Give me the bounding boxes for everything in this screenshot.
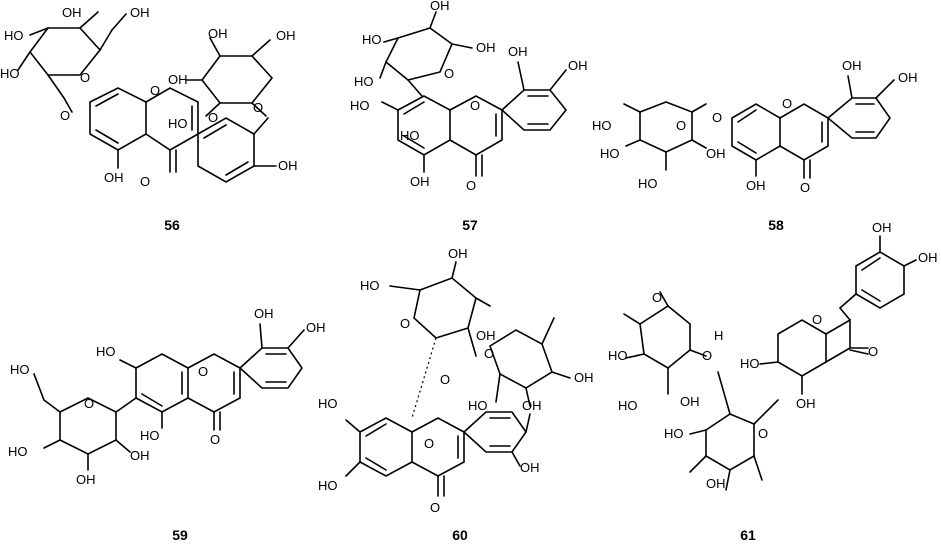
compound-58-atom-labels: OH OH HO O O O HO HO OH OH O: [592, 58, 918, 195]
atom-label: OH: [306, 320, 326, 335]
atom-label: HO: [664, 426, 684, 441]
compound-57-structure: [379, 11, 568, 177]
atom-label: HO: [354, 74, 374, 89]
atom-label: HO: [318, 478, 338, 493]
compound-61-structure: [623, 235, 917, 491]
compound-number-58: 58: [768, 217, 784, 233]
atom-label: O: [150, 83, 160, 98]
atom-label: H: [714, 328, 723, 343]
atom-label: OH: [448, 246, 468, 261]
atom-label: OH: [62, 5, 82, 20]
atom-label: O: [84, 396, 94, 411]
atom-label: O: [198, 364, 208, 379]
compound-number-57: 57: [462, 217, 478, 233]
atom-label: O: [758, 426, 768, 441]
atom-label: OH: [680, 394, 700, 409]
atom-label: HO: [608, 348, 628, 363]
atom-label: HO: [318, 396, 338, 411]
atom-label: O: [868, 344, 878, 359]
atom-label: OH: [706, 476, 726, 491]
atom-label: O: [430, 500, 440, 515]
atom-label: OH: [254, 306, 274, 321]
atom-label: O: [470, 98, 480, 113]
atom-label: HO: [600, 146, 620, 161]
atom-label: HO: [362, 32, 382, 47]
atom-label: HO: [350, 98, 370, 113]
atom-label: HO: [592, 118, 612, 133]
compound-60-structure: [345, 261, 571, 497]
atom-label: O: [253, 100, 263, 115]
atom-label: HO: [360, 278, 380, 293]
atom-label: OH: [276, 28, 296, 43]
atom-label: OH: [522, 398, 542, 413]
atom-label: O: [466, 178, 476, 193]
atom-label: O: [702, 348, 712, 363]
atom-label: OH: [706, 146, 726, 161]
atom-label: HO: [400, 128, 420, 143]
atom-label: OH: [574, 370, 594, 385]
atom-label: O: [676, 118, 686, 133]
atom-label: OH: [104, 170, 124, 185]
compound-number-59: 59: [172, 527, 188, 543]
atom-label: O: [80, 70, 90, 85]
atom-label: O: [424, 436, 434, 451]
atom-label: HO: [740, 356, 760, 371]
atom-label: OH: [430, 0, 450, 13]
atom-label: HO: [10, 362, 30, 377]
atom-label: OH: [168, 72, 188, 87]
atom-label: OH: [898, 70, 918, 85]
atom-label: HO: [618, 398, 638, 413]
atom-label: O: [812, 312, 822, 327]
atom-label: OH: [842, 58, 862, 73]
atom-label: OH: [520, 460, 540, 475]
compound-number-56: 56: [164, 217, 180, 233]
compound-number-61: 61: [740, 527, 756, 543]
atom-label: OH: [410, 174, 430, 189]
atom-label: OH: [476, 40, 496, 55]
compound-57-atom-labels: HO OH HO OH HO O OH OH HO O OH O: [350, 0, 588, 193]
atom-label: O: [800, 180, 810, 195]
atom-label: OH: [568, 58, 588, 73]
atom-label: O: [140, 174, 150, 189]
compound-61-atom-labels: OH OH O O HO O HO H OH O HO OH O HO OH: [608, 220, 938, 491]
atom-label: OH: [278, 158, 298, 173]
atom-label: OH: [746, 178, 766, 193]
atom-label: O: [652, 290, 662, 305]
atom-label: O: [210, 432, 220, 447]
atom-label: HO: [8, 444, 28, 459]
atom-label: O: [484, 346, 494, 361]
atom-label: HO: [468, 398, 488, 413]
atom-label: HO: [638, 176, 658, 191]
atom-label: OH: [208, 26, 228, 41]
atom-label: O: [444, 66, 454, 81]
compound-58-structure: [623, 75, 895, 179]
compound-number-60: 60: [452, 527, 468, 543]
compound-56-atom-labels: OH OH HO HO O OH OH OH HO O O O O OH OH …: [0, 5, 298, 189]
compound-59-structure: [33, 323, 305, 471]
atom-label: HO: [96, 344, 116, 359]
atom-label: O: [208, 110, 218, 125]
atom-label: O: [712, 110, 722, 125]
atom-label: HO: [4, 28, 24, 43]
compound-59-atom-labels: OH OH HO HO O O HO OH HO OH O: [8, 306, 326, 487]
atom-label: OH: [476, 328, 496, 343]
atom-label: OH: [76, 472, 96, 487]
atom-label: HO: [140, 428, 160, 443]
compound-60-atom-labels: HO O OH OH O O OH HO OH HO OH HO O O: [318, 246, 594, 515]
atom-label: O: [782, 96, 792, 111]
atom-label: O: [60, 108, 70, 123]
atom-label: O: [440, 372, 450, 387]
atom-label: O: [400, 316, 410, 331]
atom-label: HO: [168, 116, 188, 131]
atom-label: HO: [0, 66, 20, 81]
atom-label: OH: [918, 250, 938, 265]
atom-label: OH: [872, 220, 892, 235]
atom-label: OH: [130, 448, 150, 463]
atom-label: OH: [796, 396, 816, 411]
atom-label: OH: [508, 44, 528, 59]
compound-56-structure: [17, 11, 277, 183]
atom-label: OH: [130, 5, 150, 20]
